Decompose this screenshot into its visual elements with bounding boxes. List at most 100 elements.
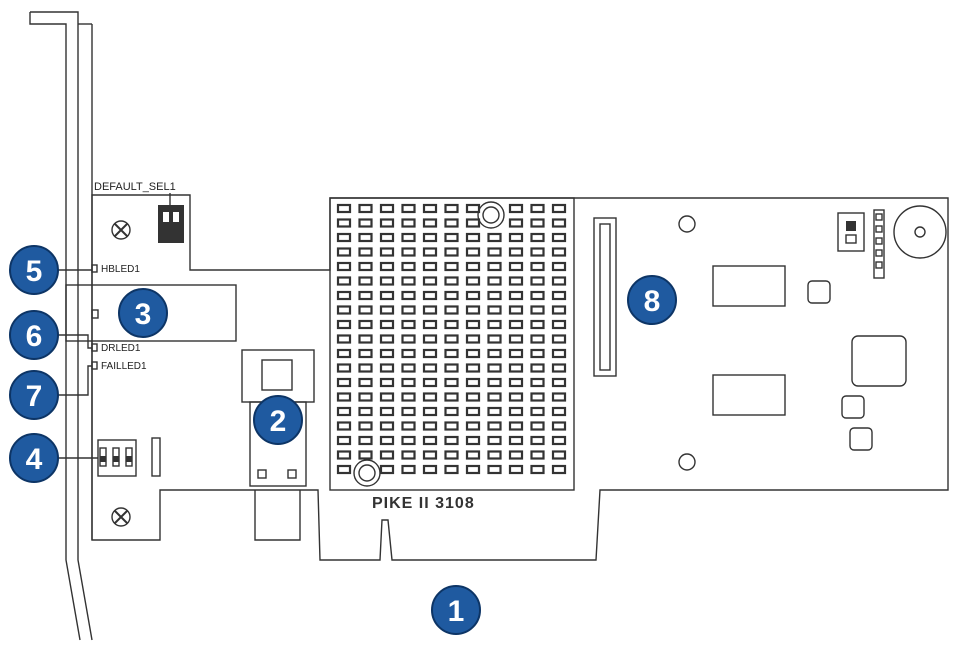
failled-led <box>91 361 98 370</box>
vertical-connector <box>593 217 617 377</box>
heatsink-fin <box>401 247 416 257</box>
heatsink-fin <box>551 406 567 417</box>
heatsink-fin <box>530 261 545 272</box>
default-sel-label: DEFAULT_SEL1 <box>94 181 176 193</box>
heatsink-fin <box>336 334 352 344</box>
heatsink-fin <box>465 406 481 417</box>
heatsink-fin <box>379 348 395 359</box>
heatsink-fin <box>508 450 524 460</box>
heatsink-fin <box>336 363 352 373</box>
heatsink-fin <box>336 406 352 417</box>
heatsink-fin <box>487 247 502 257</box>
heatsink-fin <box>379 218 395 228</box>
heatsink-fin <box>508 218 524 228</box>
heatsink-fin <box>422 247 438 257</box>
marker-2-label: 2 <box>270 405 287 438</box>
heatsink-fin <box>508 435 524 446</box>
heatsink-fin <box>336 247 352 257</box>
heatsink-fin <box>465 247 481 257</box>
heatsink-fin <box>530 247 545 257</box>
heatsink-fin <box>508 421 524 431</box>
heatsink-fin <box>379 276 395 286</box>
heatsink-fin <box>444 435 459 446</box>
heatsink-fin <box>508 406 524 417</box>
heatsink-fin <box>465 203 481 214</box>
heatsink-fin <box>336 203 352 214</box>
heatsink-fin <box>401 421 416 431</box>
heatsink-fin <box>336 232 352 243</box>
marker-1-label: 1 <box>448 595 465 628</box>
heatsink-fin <box>465 276 481 286</box>
heatsink-fin <box>336 421 352 431</box>
heatsink-fin <box>551 276 567 286</box>
heatsink-fin <box>487 276 502 286</box>
heatsink-fin <box>401 392 416 402</box>
heatsink-fin <box>358 290 373 301</box>
heatsink-fin <box>401 377 416 388</box>
heatsink-fin <box>358 261 373 272</box>
heatsink-fin <box>379 464 395 475</box>
component-small-3 <box>849 427 873 451</box>
heatsink-fin <box>444 305 459 315</box>
heatsink-fin <box>530 218 545 228</box>
heatsink-fin <box>336 464 352 475</box>
heatsink-fin <box>358 435 373 446</box>
heatsink-fin <box>465 319 481 330</box>
screw-top-icon <box>111 220 131 240</box>
heatsink-fin <box>401 305 416 315</box>
heatsink-fin <box>487 319 502 330</box>
heatsink-fin <box>508 464 524 475</box>
heatsink-fin <box>530 305 545 315</box>
heatsink-fin <box>551 290 567 301</box>
heatsink-fin <box>401 218 416 228</box>
heatsink-fin <box>379 247 395 257</box>
heatsink-fin <box>530 377 545 388</box>
heatsink-fin <box>508 363 524 373</box>
heatsink-screw-bottom <box>353 459 381 487</box>
heatsink-fin <box>444 406 459 417</box>
default-sel-jumper <box>158 205 184 243</box>
heatsink-fin <box>530 450 545 460</box>
heatsink-fin <box>336 392 352 402</box>
heatsink-fin <box>422 435 438 446</box>
heatsink-fin <box>422 290 438 301</box>
heatsink-fin <box>530 290 545 301</box>
heatsink-fin <box>444 261 459 272</box>
heatsink-fin <box>336 276 352 286</box>
drled-label: DRLED1 <box>101 343 141 354</box>
heatsink-fin <box>444 247 459 257</box>
heatsink-fin <box>336 305 352 315</box>
marker-1: 1 <box>431 585 481 635</box>
heatsink-fin <box>422 377 438 388</box>
failled-label: FAILLED1 <box>101 361 147 372</box>
heatsink-fin <box>465 334 481 344</box>
heatsink-fin <box>465 421 481 431</box>
heatsink-fin <box>551 261 567 272</box>
heatsink-fin <box>508 247 524 257</box>
heatsink-fin <box>444 421 459 431</box>
marker-3-label: 3 <box>135 298 152 331</box>
cable-connector <box>241 349 315 487</box>
heatsink-fin <box>508 348 524 359</box>
heatsink-fin <box>379 319 395 330</box>
heatsink <box>329 197 575 491</box>
heatsink-fin <box>422 348 438 359</box>
heatsink-fin <box>379 305 395 315</box>
heatsink-fin <box>379 406 395 417</box>
heatsink-fin <box>358 421 373 431</box>
callout-markers: 1 2 3 4 5 6 7 8 <box>9 245 677 635</box>
heatsink-fin <box>530 334 545 344</box>
heatsink-fin <box>358 276 373 286</box>
heatsink-fin <box>551 305 567 315</box>
pcie-edge <box>254 490 301 541</box>
heatsink-fin <box>422 232 438 243</box>
heatsink-fin <box>422 363 438 373</box>
heatsink-fin <box>401 334 416 344</box>
heatsink-fin <box>530 319 545 330</box>
heatsink-fin <box>422 319 438 330</box>
heatsink-fin <box>530 392 545 402</box>
heatsink-fin <box>508 392 524 402</box>
heatsink-fin <box>358 406 373 417</box>
heatsink-fin <box>379 421 395 431</box>
heatsink-fin <box>336 450 352 460</box>
